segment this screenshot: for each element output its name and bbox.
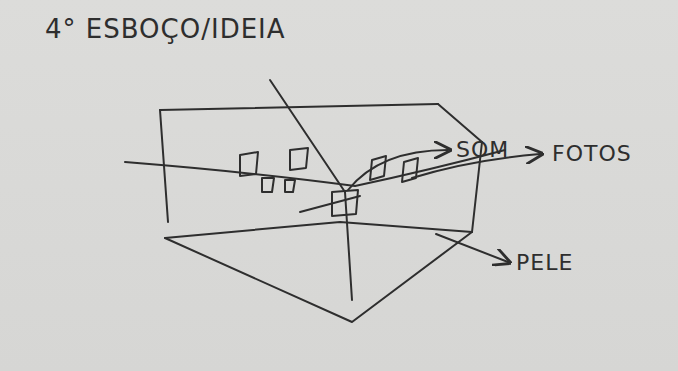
sound-sketch: [332, 190, 358, 216]
photo-sketch: [290, 148, 308, 170]
sketch-title: 4° ESBOÇO/IDEIA: [45, 14, 286, 44]
sketch-line: [165, 232, 472, 322]
sketch-line: [160, 104, 438, 110]
leader-line: [348, 150, 448, 190]
callout-label: FOTOS: [552, 141, 632, 166]
sketch-line: [270, 80, 345, 192]
sketch-line: [438, 104, 482, 142]
callout-label: SOM: [456, 137, 509, 162]
callout-label: PELE: [516, 250, 573, 275]
photo-sketch: [262, 178, 274, 192]
photo-sketch: [240, 152, 258, 176]
sketch-line: [345, 192, 352, 300]
sketch-line: [165, 222, 472, 238]
photo-sketch: [285, 180, 295, 192]
sketch-line: [300, 196, 360, 212]
photo-sketch: [402, 158, 418, 182]
leader-line: [436, 234, 508, 262]
